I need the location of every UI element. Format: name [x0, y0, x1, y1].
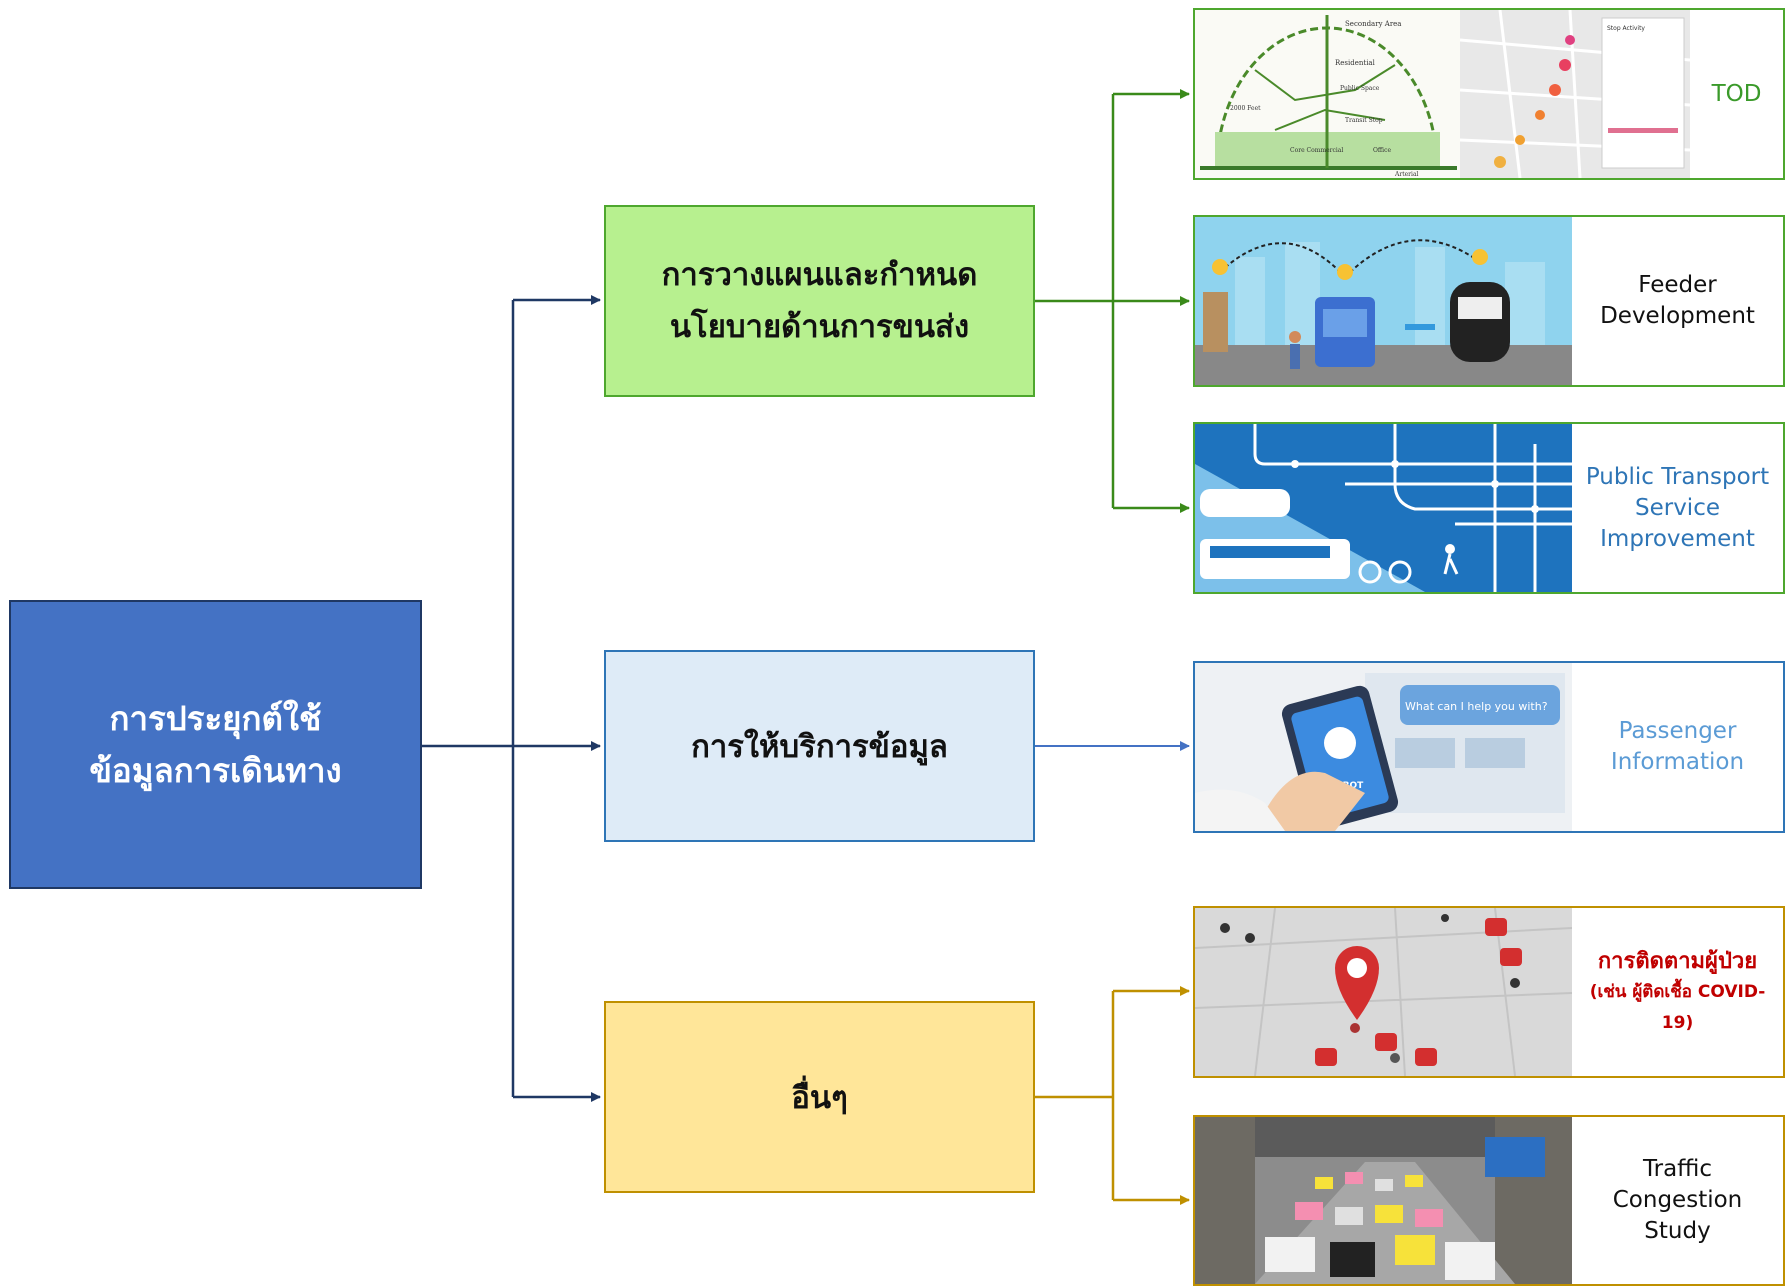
public-transport-image: [1195, 424, 1572, 592]
pt-label-1: Public Transport: [1585, 463, 1770, 490]
tod-label-transit-stop: Transit Stop: [1345, 117, 1383, 124]
traffic-label-2: Study: [1644, 1218, 1711, 1244]
covid-tracking-image: [1195, 908, 1572, 1076]
branch-other-label: อื่นๆ: [791, 1080, 848, 1116]
feeder-image: [1195, 217, 1572, 385]
chatbot-image: What can I help you with? CHAT BOT: [1195, 663, 1572, 831]
tod-panel-title: Stop Activity: [1607, 25, 1645, 32]
card-feeder-development: Feeder Development: [1193, 215, 1785, 387]
tod-label-core: Core Commercial: [1290, 147, 1343, 154]
card-tod: Secondary Area Residential Public Space …: [1193, 8, 1785, 180]
chatbot-prompt: What can I help you with?: [1405, 700, 1548, 713]
tod-label: TOD: [1711, 80, 1762, 107]
branch-planning-line-1: การวางแผนและกำหนด: [661, 257, 978, 293]
branch-information-service: การให้บริการข้อมูล: [604, 650, 1035, 842]
covid-label-1: การติดตามผู้ป่วย: [1597, 948, 1758, 974]
root-line-2: ข้อมูลการเดินทาง: [89, 750, 342, 790]
tod-label-secondary: Secondary Area: [1345, 20, 1401, 28]
tod-label-arterial: Arterial: [1394, 171, 1419, 178]
pt-label-2: Service: [1634, 494, 1720, 521]
card-traffic-congestion: Traffic Congestion Study: [1193, 1115, 1785, 1286]
tod-diagram-image: Secondary Area Residential Public Space …: [1195, 10, 1460, 178]
card-passenger-information: What can I help you with? CHAT BOT Passe…: [1193, 661, 1785, 833]
tod-label-distance: 2000 Feet: [1230, 105, 1261, 112]
pax-label-2: Information: [1610, 749, 1745, 775]
branch-other: อื่นๆ: [604, 1001, 1035, 1193]
branch-planning-line-2: นโยบายด้านการขนส่ง: [669, 309, 970, 345]
branch-information-label: การให้บริการข้อมูล: [691, 729, 948, 765]
card-passenger-label: Passenger Information: [1572, 663, 1783, 831]
other-connector: [1035, 986, 1190, 1205]
plan-connector: [1035, 89, 1190, 513]
tod-label-residential: Residential: [1335, 59, 1376, 67]
card-traffic-label: Traffic Congestion Study: [1572, 1117, 1783, 1284]
card-patient-tracking-label: การติดตามผู้ป่วย (เช่น ผู้ติดเชื้อ COVID…: [1572, 908, 1783, 1076]
card-feeder-label: Feeder Development: [1572, 217, 1783, 385]
tod-map-image: Stop Activity: [1460, 10, 1690, 178]
root-node: การประยุกต์ใช้ ข้อมูลการเดินทาง: [9, 600, 422, 889]
feeder-label-2: Development: [1600, 303, 1755, 329]
tod-label-office: Office: [1373, 147, 1391, 154]
card-patient-tracking: การติดตามผู้ป่วย (เช่น ผู้ติดเชื้อ COVID…: [1193, 906, 1785, 1078]
feeder-label-1: Feeder: [1638, 272, 1717, 298]
root-line-1: การประยุกต์ใช้: [109, 698, 322, 738]
card-tod-label: TOD: [1690, 10, 1783, 178]
tod-label-public-space: Public Space: [1340, 85, 1380, 92]
root-connector: [422, 295, 601, 1102]
card-public-transport-label: Public Transport Service Improvement: [1572, 424, 1783, 592]
traffic-image: [1195, 1117, 1572, 1284]
card-public-transport: Public Transport Service Improvement: [1193, 422, 1785, 594]
covid-label-2: (เช่น ผู้ติดเชื้อ COVID-19): [1589, 981, 1766, 1033]
pt-label-3: Improvement: [1600, 525, 1755, 552]
traffic-label-1: Traffic Congestion: [1612, 1156, 1743, 1213]
pax-label-1: Passenger: [1618, 718, 1737, 744]
branch-planning: การวางแผนและกำหนด นโยบายด้านการขนส่ง: [604, 205, 1035, 397]
